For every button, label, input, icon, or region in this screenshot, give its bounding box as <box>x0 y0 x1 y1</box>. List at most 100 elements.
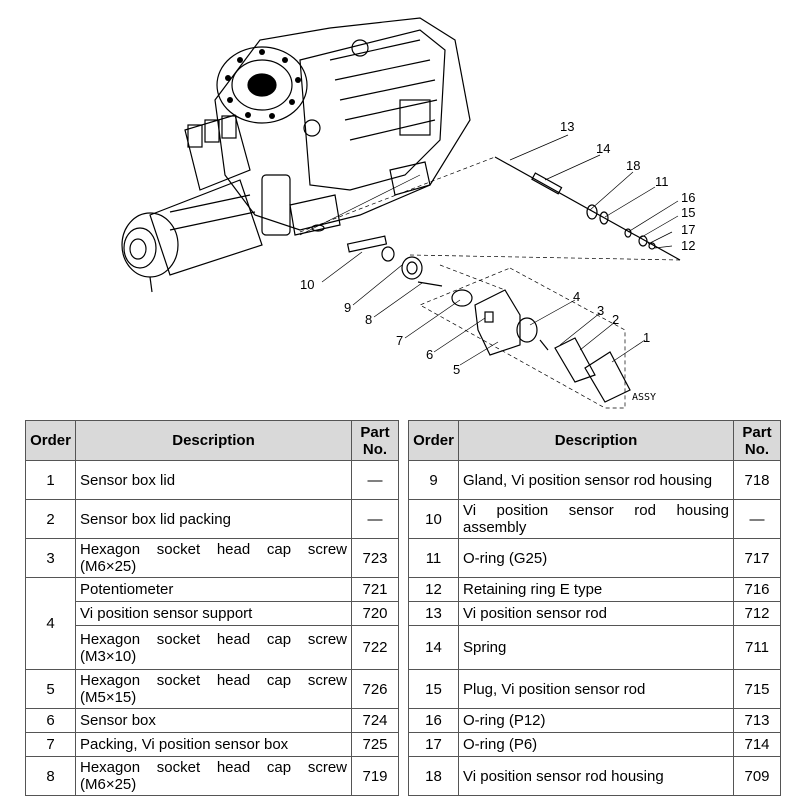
order-cell: 6 <box>25 708 76 733</box>
description-cell: Vi position sensor rod housing <box>458 756 734 796</box>
order-cell: 3 <box>25 538 76 578</box>
callout-5: 5 <box>453 362 460 377</box>
callout-6: 6 <box>426 347 433 362</box>
callout-16: 16 <box>681 190 695 205</box>
part-no-cell: 717 <box>733 538 781 578</box>
header-order: Order <box>25 420 76 461</box>
order-cell: 1 <box>25 460 76 500</box>
compressor-drawing <box>121 17 681 409</box>
part-no-cell: 716 <box>733 577 781 602</box>
description-cell: O-ring (G25) <box>458 538 734 578</box>
description-cell: Vi position sensor support <box>75 601 352 626</box>
description-cell: Vi position sensor rod <box>458 601 734 626</box>
callout-3: 3 <box>597 303 604 318</box>
part-no-cell: 719 <box>351 756 399 796</box>
description-cell: Vi position sensor rod housing assembly <box>458 499 734 539</box>
part-no-cell: 723 <box>351 538 399 578</box>
description-cell: Spring <box>458 625 734 670</box>
order-cell: 13 <box>408 601 459 626</box>
description-cell: Potentiometer <box>75 577 352 602</box>
callout-14: 14 <box>596 141 610 156</box>
part-no-cell: — <box>351 460 399 500</box>
header-part-no: Part No. <box>733 420 781 461</box>
exploded-parts-diagram: 13 14 18 11 16 15 17 12 10 9 8 7 6 5 4 3… <box>121 17 695 409</box>
order-cell: 10 <box>408 499 459 539</box>
description-cell: Plug, Vi position sensor rod <box>458 669 734 709</box>
description-cell: O-ring (P6) <box>458 732 734 757</box>
assy-label: ASSY <box>632 392 656 403</box>
part-no-cell: 711 <box>733 625 781 670</box>
order-cell: 7 <box>25 732 76 757</box>
callout-8: 8 <box>365 312 372 327</box>
part-no-cell: 709 <box>733 756 781 796</box>
order-cell: 15 <box>408 669 459 709</box>
order-cell: 16 <box>408 708 459 733</box>
description-cell: Hexagon socket head cap screw (M3×10) <box>75 625 352 670</box>
order-cell: 4 <box>25 577 76 670</box>
description-cell: Sensor box lid <box>75 460 352 500</box>
callout-2: 2 <box>612 312 619 327</box>
part-no-cell: 720 <box>351 601 399 626</box>
table-row: Hexagon socket head cap screw (M3×10)722 <box>26 625 399 670</box>
description-cell: Hexagon socket head cap screw (M5×15) <box>75 669 352 709</box>
part-no-cell: 725 <box>351 732 399 757</box>
part-no-cell: 718 <box>733 460 781 500</box>
order-cell: 18 <box>408 756 459 796</box>
header-description: Description <box>75 420 352 461</box>
header-part-no: Part No. <box>351 420 399 461</box>
description-cell: Sensor box <box>75 708 352 733</box>
callout-17: 17 <box>681 222 695 237</box>
description-cell: Sensor box lid packing <box>75 499 352 539</box>
callout-12: 12 <box>681 238 695 253</box>
part-no-cell: — <box>351 499 399 539</box>
callout-labels: 13 14 18 11 16 15 17 12 10 9 8 7 6 5 4 3… <box>300 119 695 403</box>
description-cell: Hexagon socket head cap screw (M6×25) <box>75 756 352 796</box>
order-cell: 14 <box>408 625 459 670</box>
part-no-cell: 721 <box>351 577 399 602</box>
callout-13: 13 <box>560 119 574 134</box>
callout-11: 11 <box>655 174 669 189</box>
part-no-cell: 726 <box>351 669 399 709</box>
header-description: Description <box>458 420 734 461</box>
part-no-cell: — <box>733 499 781 539</box>
callout-15: 15 <box>681 205 695 220</box>
part-no-cell: 713 <box>733 708 781 733</box>
order-cell: 2 <box>25 499 76 539</box>
order-cell: 8 <box>25 756 76 796</box>
order-cell: 9 <box>408 460 459 500</box>
part-no-cell: 712 <box>733 601 781 626</box>
description-cell: O-ring (P12) <box>458 708 734 733</box>
part-no-cell: 724 <box>351 708 399 733</box>
callout-18: 18 <box>626 158 640 173</box>
part-no-cell: 722 <box>351 625 399 670</box>
callout-9: 9 <box>344 300 351 315</box>
description-cell: Hexagon socket head cap screw (M6×25) <box>75 538 352 578</box>
description-cell: Gland, Vi position sensor rod housing <box>458 460 734 500</box>
header-order: Order <box>408 420 459 461</box>
order-cell: 12 <box>408 577 459 602</box>
order-cell: 11 <box>408 538 459 578</box>
order-cell: 17 <box>408 732 459 757</box>
callout-10: 10 <box>300 277 314 292</box>
callout-1: 1 <box>643 330 650 345</box>
